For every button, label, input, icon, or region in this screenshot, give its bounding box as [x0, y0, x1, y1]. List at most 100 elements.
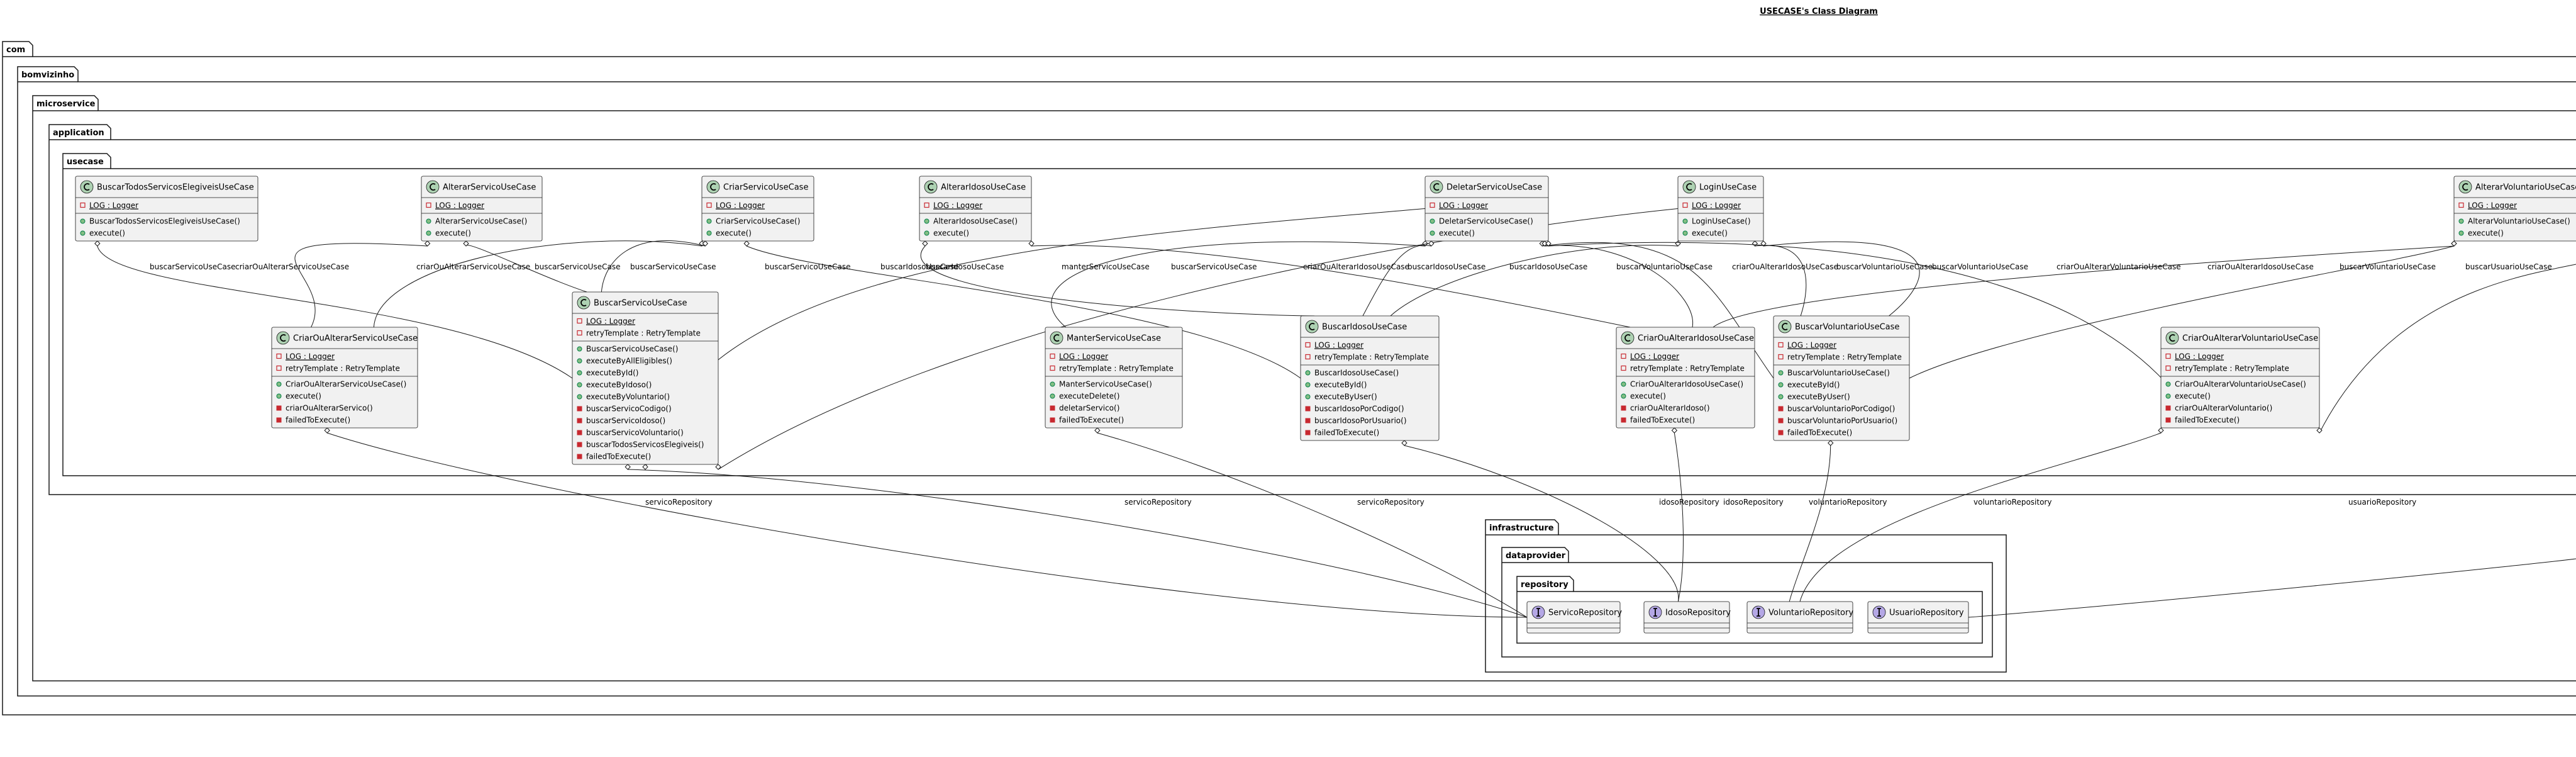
private-visibility-icon: [1682, 202, 1688, 208]
public-visibility-icon: [1778, 394, 1784, 400]
edge-label: buscarVoluntarioUseCase: [2340, 262, 2436, 271]
aggregation-diamond-icon: [2158, 427, 2164, 434]
method: execute(): [2468, 229, 2504, 238]
private-visibility-icon: [1430, 202, 1435, 208]
private-visibility-icon: [924, 202, 930, 208]
edge-buscarIdosoUseCase: [920, 240, 1315, 317]
edge-label: buscarVoluntarioUseCase: [1836, 262, 1933, 271]
method: executeById(): [586, 369, 638, 378]
class-UsuarioRepository[interactable]: UsuarioRepository: [1867, 601, 1969, 634]
edge-label: idosoRepository: [1659, 498, 1719, 507]
edge-label: buscarIdosoUseCase: [926, 262, 1004, 271]
package-dataprovider-name: dataprovider: [1506, 551, 1566, 561]
public-visibility-icon: [2165, 381, 2171, 387]
field: retryTemplate : RetryTemplate: [1314, 353, 1429, 362]
public-visibility-icon: [1778, 382, 1784, 388]
public-visibility-icon: [2458, 218, 2464, 224]
public-visibility-icon: [577, 382, 582, 388]
edge-label: buscarServicoUseCase: [630, 262, 716, 271]
class-VoluntarioRepository[interactable]: VoluntarioRepository: [1746, 601, 1853, 634]
edge-buscarIdosoUseCase: [743, 240, 1301, 379]
method: failedToExecute(): [2175, 416, 2240, 425]
edge-buscarServicoUseCase: [463, 240, 587, 293]
private-visibility-icon: [1621, 417, 1626, 423]
private-visibility-icon: [1621, 405, 1626, 411]
aggregation-diamond-icon: [743, 240, 750, 247]
private-visibility-icon: [2165, 365, 2171, 371]
aggregation-diamond-icon: [1675, 240, 1681, 247]
method: BuscarIdosoUseCase(): [1314, 369, 1399, 378]
package-application: application: [48, 124, 2576, 495]
package-com-name: com: [6, 45, 25, 55]
private-visibility-icon: [276, 353, 282, 359]
class-name: CriarOuAlterarVoluntarioUseCase: [2182, 334, 2318, 344]
field: LOG : Logger: [435, 201, 484, 210]
method: criarOuAlterarServico(): [286, 404, 373, 413]
package-com: com: [2, 41, 2576, 715]
field: LOG : Logger: [1314, 341, 1363, 350]
private-visibility-icon: [1621, 353, 1626, 359]
class-name: VoluntarioRepository: [1768, 608, 1853, 618]
public-visibility-icon: [1682, 218, 1688, 224]
edge-voluntarioRepository: [1789, 440, 1834, 602]
class-stereotype-icon: [1305, 320, 1319, 334]
method: executeByAllEligibles(): [586, 357, 672, 366]
class-stereotype-icon: [1778, 320, 1792, 334]
class-name: LoginUseCase: [1699, 183, 1757, 193]
public-visibility-icon: [577, 370, 582, 376]
public-visibility-icon: [276, 381, 282, 387]
private-visibility-icon: [577, 330, 582, 336]
class-name: CriarOuAlterarServicoUseCase: [293, 334, 418, 344]
aggregation-diamond-icon: [1828, 440, 1834, 446]
private-visibility-icon: [577, 430, 582, 435]
edge-label: idosoRepository: [1723, 498, 1784, 507]
class-stereotype-icon: [577, 296, 591, 310]
class-ServicoRepository[interactable]: ServicoRepository: [1526, 601, 1622, 634]
class-name: IdosoRepository: [1665, 608, 1731, 618]
edge-label: buscarIdosoUseCase: [880, 262, 958, 271]
edge-label: criarOuAlterarVoluntarioUseCase: [2057, 262, 2181, 271]
field: LOG : Logger: [1059, 352, 1108, 361]
public-visibility-icon: [1305, 394, 1311, 400]
method: AlterarVoluntarioUseCase(): [2468, 217, 2570, 226]
method: execute(): [2175, 392, 2211, 401]
aggregation-diamond-icon: [324, 427, 330, 434]
class-name: ServicoRepository: [1548, 608, 1622, 618]
public-visibility-icon: [1430, 230, 1435, 236]
method: failedToExecute(): [1630, 416, 1695, 425]
private-visibility-icon: [577, 406, 582, 412]
public-visibility-icon: [706, 230, 712, 236]
method: execute(): [1630, 392, 1666, 401]
edge-label: servicoRepository: [645, 498, 713, 507]
edge-label: buscarServicoUseCase: [1171, 262, 1257, 271]
private-visibility-icon: [1778, 406, 1784, 412]
edge-label: criarOuAlterarIdosoUseCase: [1303, 262, 1409, 271]
method: buscarVoluntarioPorUsuario(): [1787, 417, 1897, 425]
edge-label: servicoRepository: [1124, 498, 1192, 507]
package-microservice-name: microservice: [36, 99, 96, 109]
package-usecase-name: usecase: [67, 157, 104, 167]
method: AlterarIdosoUseCase(): [933, 217, 1018, 226]
method: buscarTodosServicosElegiveis(): [586, 440, 704, 449]
method: execute(): [89, 229, 125, 238]
private-visibility-icon: [1050, 365, 1055, 371]
method: criarOuAlterarIdoso(): [1630, 404, 1710, 413]
public-visibility-icon: [924, 218, 930, 224]
private-visibility-icon: [1305, 418, 1311, 423]
class-IdosoRepository[interactable]: IdosoRepository: [1643, 601, 1731, 634]
method: executeById(): [1787, 381, 1840, 390]
